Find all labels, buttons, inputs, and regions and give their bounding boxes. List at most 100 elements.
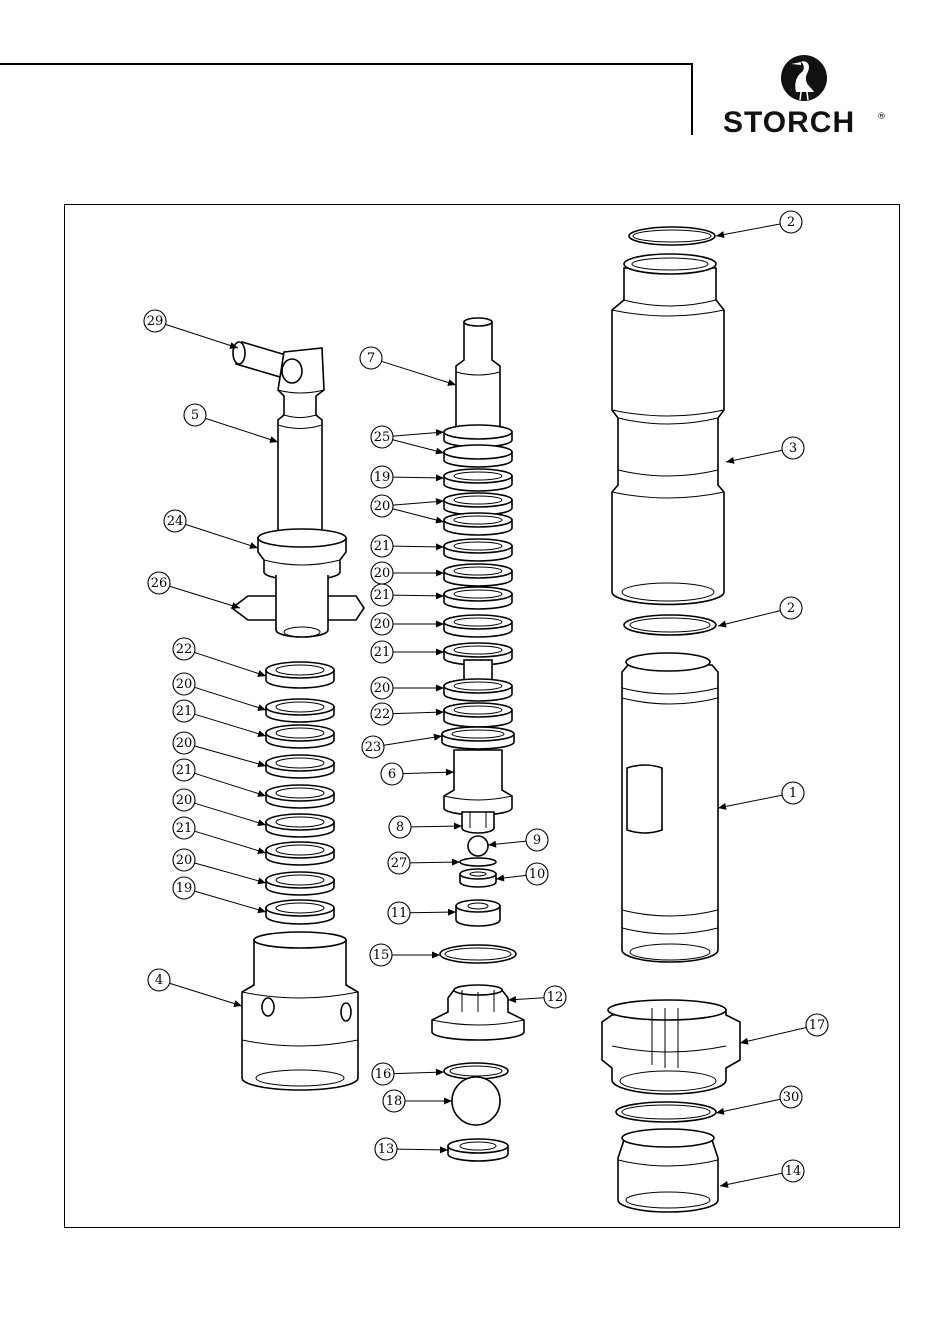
callout-number: 8 [396,820,404,835]
callout-3: 3 [726,437,804,464]
part-2-top-oring [629,227,715,245]
leader-line [718,611,780,626]
callout-number: 5 [191,408,199,423]
arrowhead [496,875,504,882]
part-4-bonnet [242,932,358,1090]
callout-number: 10 [529,867,546,882]
arrowhead [257,704,266,711]
callout-number: 21 [176,763,193,778]
callout-number: 4 [155,973,163,988]
callout-number: 2 [787,601,795,616]
leader-line [195,714,266,736]
part-17-union-nut [602,1000,740,1094]
leader-line [170,586,240,608]
callout-number: 14 [785,1164,802,1179]
leader-line [384,736,442,745]
callout-number: 20 [374,499,391,514]
leader-line [195,831,266,853]
callout-20: 20 [371,613,444,635]
part-7-upper-spindle [456,318,500,430]
callout-number: 9 [533,833,541,848]
leader-line [718,795,782,808]
part-6-lower-spindle [444,750,512,815]
part-29-handle-pin [233,342,286,377]
callout-21: 21 [173,817,266,854]
callout-number: 27 [391,856,408,871]
arrowhead [740,1038,749,1045]
callout-5: 5 [184,404,278,443]
callout-number: 20 [374,566,391,581]
leader-line [720,1173,782,1186]
callout-number: 30 [783,1090,800,1105]
part-20-center-d [444,615,512,637]
arrowhead [448,909,456,916]
arrowhead [446,769,454,776]
arrowhead [718,803,727,810]
leader-line [195,746,266,766]
callout-16: 16 [372,1063,444,1085]
callout-25: 25 [371,426,444,454]
part-19-packing [266,900,334,924]
callout-11: 11 [388,902,456,924]
arrowhead [436,543,444,550]
callout-12: 12 [508,986,566,1008]
leader-line [726,450,782,462]
arrowhead [716,231,725,238]
callout-29: 29 [144,310,238,349]
callout-10: 10 [496,863,548,885]
arrowhead [257,847,266,854]
callout-number: 19 [374,470,391,485]
arrowhead [436,429,444,436]
callout-number: 11 [391,906,408,921]
callout-2: 2 [718,597,802,627]
arrowhead [716,1108,725,1115]
leader-line [205,418,278,442]
part-20-packing-c [266,814,334,837]
leader-line [716,224,780,236]
part-20-center-e [444,679,512,701]
callout-number: 7 [367,351,375,366]
callout-20: 20 [371,495,444,523]
callout-number: 18 [386,1094,403,1109]
callout-15: 15 [370,944,440,966]
callout-number: 23 [365,740,382,755]
callout-number: 17 [809,1018,826,1033]
part-21-center-a [444,539,512,561]
arrowhead [257,877,266,884]
callout-number: 2 [787,215,795,230]
callout-number: 13 [378,1142,395,1157]
callout-21: 21 [371,641,444,663]
arrowhead [249,542,258,549]
leader-line [195,891,266,912]
callout-27: 27 [388,852,460,874]
leader-line [165,324,238,348]
part-14-nipple [618,1129,718,1212]
part-9-ball [468,836,488,856]
leader-line [194,652,266,676]
part-18-check-ball [452,1077,500,1125]
callout-21: 21 [371,535,444,557]
leader-line [381,361,456,385]
callout-number: 16 [375,1067,392,1082]
arrowhead [435,517,444,524]
callout-20: 20 [371,562,444,584]
callout-number: 19 [176,881,193,896]
arrowhead [436,685,444,692]
part-22-center [444,703,512,727]
arrowhead [436,592,444,599]
callout-22: 22 [173,638,266,677]
arrowhead [436,709,444,716]
part-20-packing-a [266,699,334,722]
callout-number: 6 [388,767,396,782]
part-1-valve-body [622,653,718,962]
callout-number: 12 [547,990,564,1005]
callout-number: 29 [147,314,164,329]
arrowhead [452,859,460,866]
callout-20: 20 [371,677,444,699]
callout-number: 22 [374,707,391,722]
callout-number: 20 [176,793,193,808]
part-20-center-c [444,564,512,586]
arrowhead [440,1146,448,1153]
arrowhead [257,730,266,737]
part-12-check-housing [432,985,524,1040]
